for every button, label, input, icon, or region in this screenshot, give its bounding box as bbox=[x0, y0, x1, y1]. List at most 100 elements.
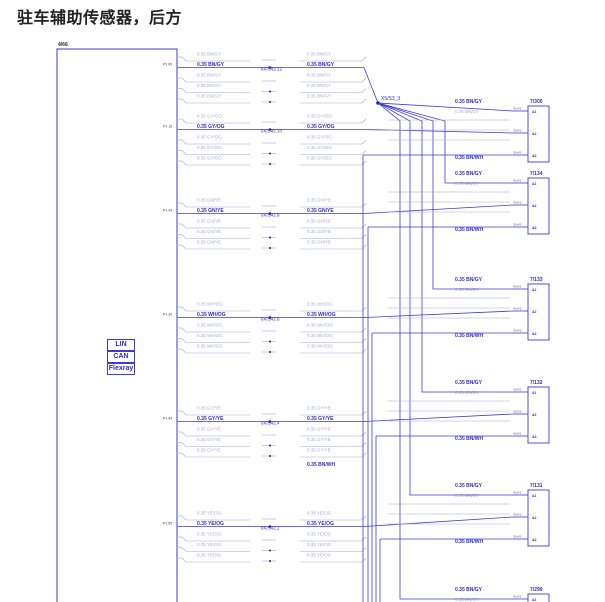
wire-label-faint: 0.35 GY/OG bbox=[197, 156, 222, 161]
connector-bottom-label: 0.35 BN/WH bbox=[455, 227, 483, 233]
connector-top-label: 0.35 BN/GY bbox=[455, 171, 483, 177]
pin-code: X1/A/2 bbox=[513, 107, 522, 111]
wire-label-faint: 0.35 WH/OG bbox=[197, 333, 223, 338]
splice-dot bbox=[269, 163, 271, 165]
connector-ref: 7/300 bbox=[530, 99, 543, 105]
faint-wire bbox=[361, 56, 367, 62]
pin-code: X1/A/2 bbox=[513, 285, 522, 289]
wire-label-faint: 0.35 GY/YE bbox=[307, 427, 331, 432]
splice-dot bbox=[269, 247, 271, 249]
wire-label-main: 0.35 GN/YE bbox=[307, 208, 334, 214]
wire-label-faint: 0.35 GY/OG bbox=[307, 114, 332, 119]
wire-label-faint: 0.35 YE/OG bbox=[197, 511, 222, 516]
wire-label-faint: 0.35 GY/OG bbox=[197, 114, 222, 119]
faint-wire bbox=[181, 160, 250, 166]
connector-top-label: 0.35 BN/GY bbox=[455, 587, 483, 593]
faint-wire bbox=[181, 338, 250, 343]
pin-code: X1/A/2 bbox=[513, 201, 522, 205]
connector-pin: A2 bbox=[532, 204, 537, 208]
splice-dot bbox=[268, 66, 272, 69]
wire-label-main: 0.35 GY/OG bbox=[307, 124, 335, 130]
fan-wire bbox=[377, 102, 513, 393]
fan-wire bbox=[377, 102, 513, 184]
connector-faint-label: 0.35 BN/GY bbox=[455, 597, 479, 602]
connector-pin: A1 bbox=[532, 288, 537, 292]
connector-pin: A3 bbox=[532, 226, 537, 230]
wire-label-main: 0.35 GY/YE bbox=[197, 416, 224, 422]
splice-dot bbox=[268, 525, 272, 528]
fan-wire bbox=[377, 102, 513, 290]
wire-label-faint: 0.35 BN/GY bbox=[307, 83, 331, 88]
connector-pin: A2 bbox=[532, 310, 537, 314]
faint-wire bbox=[181, 410, 250, 416]
control-module-frame bbox=[56, 48, 178, 602]
signal-wire bbox=[363, 413, 514, 422]
wire-label-faint: 0.35 YE/OG bbox=[307, 511, 332, 516]
faint-wire bbox=[181, 348, 250, 354]
wire-label-main: 0.35 WH/OG bbox=[307, 312, 336, 318]
wire-label-faint: 0.35 GY/OG bbox=[307, 135, 332, 140]
connector-ref: 7/132 bbox=[530, 380, 543, 386]
splice-dot bbox=[269, 560, 271, 562]
connector-pin: A3 bbox=[532, 538, 537, 542]
splice-main-label: X5/S3_3 bbox=[381, 96, 400, 102]
wire-label-faint: 0.35 GY/OG bbox=[197, 135, 222, 140]
wire-label-faint: 0.35 GY/YE bbox=[197, 448, 221, 453]
connector-faint-label: 0.35 BN/GY bbox=[455, 109, 479, 114]
splice-label: 9X/S42.2 bbox=[261, 526, 280, 531]
pin-code: X1/A/2 bbox=[513, 410, 522, 414]
connector-bottom-label: 0.35 BN/WH bbox=[455, 436, 483, 442]
faint-wire bbox=[361, 98, 367, 104]
pin-code: X1/A/2 bbox=[513, 388, 522, 392]
connector-faint-label: 0.35 BN/GY bbox=[455, 390, 479, 395]
wire-label-faint: 0.35 BN/GY bbox=[197, 73, 221, 78]
wire-label-faint: 0.35 GN/YE bbox=[307, 229, 331, 234]
faint-wire bbox=[181, 515, 250, 521]
connector-ref: 7/133 bbox=[530, 277, 543, 283]
faint-wire bbox=[361, 88, 367, 93]
bus-label-can: CAN bbox=[107, 351, 135, 363]
splice-label: 9X/S42.6 bbox=[261, 317, 280, 322]
wire-label-faint: 0.35 GY/OG bbox=[197, 145, 222, 150]
wire-to-splice bbox=[363, 67, 379, 104]
connector-top-label: 0.35 BN/GY bbox=[455, 277, 483, 283]
sensor-connector bbox=[527, 105, 550, 163]
wire-label-faint: 0.35 GY/YE bbox=[307, 448, 331, 453]
sensor-connector bbox=[527, 177, 550, 235]
faint-wire bbox=[181, 234, 250, 239]
faint-wire bbox=[181, 56, 250, 62]
wire-label-faint: 0.35 GY/YE bbox=[307, 437, 331, 442]
connector-ref: 7/134 bbox=[530, 171, 543, 177]
splice-dot bbox=[268, 212, 272, 215]
splice-dot bbox=[268, 420, 272, 423]
splice-dot bbox=[269, 101, 271, 103]
wire-label-faint: 0.35 YE/OG bbox=[307, 542, 332, 547]
connector-faint-label: 0.35 BN/GY bbox=[455, 287, 479, 292]
pin-label: P1 09 bbox=[163, 63, 172, 67]
wire-label-faint: 0.35 GN/YE bbox=[197, 240, 221, 245]
pin-label: P1 30 bbox=[163, 313, 172, 317]
wire-label-faint: 0.35 YE/OG bbox=[197, 553, 222, 558]
wire-label-faint: 0.35 GN/YE bbox=[197, 219, 221, 224]
connector-pin: A2 bbox=[532, 516, 537, 520]
pin-code: X1/A/2 bbox=[513, 179, 522, 183]
faint-wire bbox=[181, 547, 250, 552]
pin-code: X1/A/2 bbox=[513, 535, 522, 539]
pin-code: X1/A/2 bbox=[513, 151, 522, 155]
connector-top-label: 0.35 BN/GY bbox=[455, 380, 483, 386]
wire-label-faint: 0.35 BN/GY bbox=[307, 94, 331, 99]
wire-label-main: 0.35 BN/GY bbox=[197, 62, 225, 68]
wire-label-faint: 0.35 GN/YE bbox=[307, 240, 331, 245]
faint-wire bbox=[361, 139, 367, 145]
faint-wire bbox=[181, 150, 250, 155]
connector-ref: 7/299 bbox=[530, 587, 543, 593]
pin-label: P1 10 bbox=[163, 125, 172, 129]
connector-pin: A2 bbox=[532, 413, 537, 417]
faint-wire bbox=[181, 223, 250, 229]
splice-label: 9X/S42.4 bbox=[261, 421, 280, 426]
faint-wire bbox=[181, 118, 250, 124]
wire-label-faint: 0.35 BN/GY bbox=[197, 83, 221, 88]
faint-wire bbox=[181, 139, 250, 145]
connector-bottom-label: 0.35 BN/WH bbox=[455, 333, 483, 339]
